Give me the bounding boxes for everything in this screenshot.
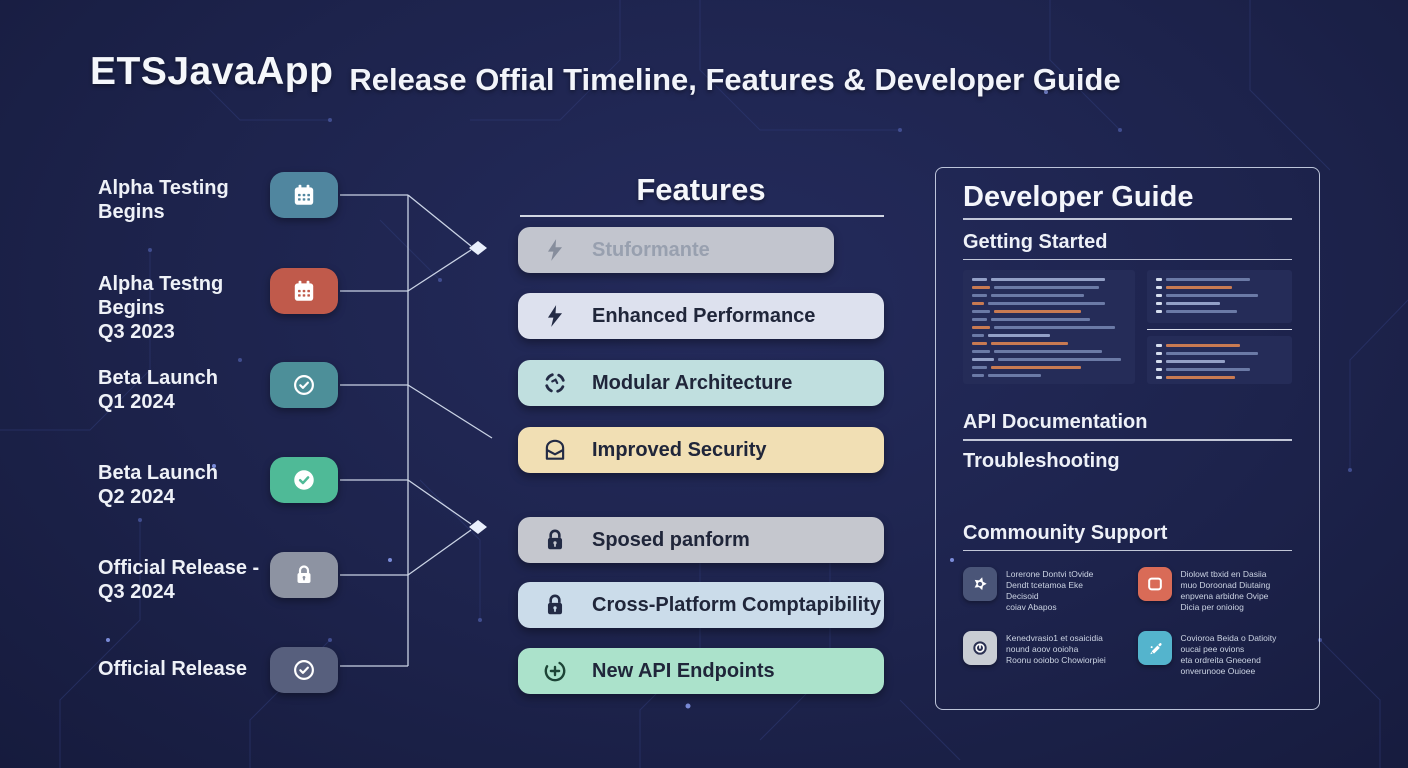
code-block-top — [1147, 270, 1292, 324]
code-divider — [1147, 329, 1292, 331]
section-underline — [963, 258, 1292, 260]
timeline-label-line2: Begins — [98, 201, 165, 223]
timeline-label-line2: Q1 2024 — [98, 391, 175, 413]
timeline-item-beta-launch-q2-2024: Beta Launch Q2 2024 — [98, 457, 408, 509]
pencil-icon — [1137, 631, 1172, 665]
timeline-item-alpha-testng-q3-2023: Alpha Testng Begins Q3 2023 — [98, 268, 408, 344]
community-tile-2[interactable]: Diolowt tbxid en Dasiia muo Doroonad Diu… — [1137, 567, 1293, 613]
feature-label: Sposed panform — [592, 528, 750, 551]
timeline-label: Beta Launch Q2 2024 — [98, 461, 266, 509]
section-community-support: Commounity Support — [963, 521, 1168, 544]
community-text: Covioroa Beida o Datioity oucai pee ovio… — [1180, 633, 1277, 676]
lightning-icon — [547, 239, 563, 261]
timeline-label-line1: Alpha Testng Begins — [98, 273, 224, 319]
security-icon — [545, 439, 565, 460]
timeline-item-official-release-q3-2024: Official Release - Q3 2024 — [98, 552, 408, 604]
lock-icon[interactable] — [270, 552, 338, 598]
developer-guide-panel: Developer Guide Getting Started API Docu… — [935, 167, 1320, 710]
timeline-label-line1: Official Release - — [98, 557, 260, 579]
timeline-item-official-release: Official Release — [98, 647, 408, 693]
timeline-label-line1: Beta Launch — [98, 462, 219, 484]
arrowhead-icon — [469, 520, 487, 534]
code-block-column — [1147, 270, 1292, 384]
heading-underline — [963, 218, 1292, 220]
community-text: Lorerone Dontvi tOvide Dendt tcetamoa Ek… — [1006, 569, 1094, 612]
section-getting-started: Getting Started — [963, 230, 1108, 253]
feature-label: Enhanced Performance — [592, 304, 816, 327]
feature-label: Stuformante — [592, 238, 710, 261]
section-underline — [963, 549, 1292, 551]
feature-pill-enhanced-performance[interactable]: Enhanced Performance — [518, 293, 884, 339]
community-text: Diolowt tbxid en Dasiia muo Doroonad Diu… — [1180, 569, 1271, 612]
community-tile-1[interactable]: Lorerone Dontvi tOvide Dendt tcetamoa Ek… — [963, 567, 1118, 613]
feature-label: Modular Architecture — [592, 371, 793, 394]
feature-pill-stuformante[interactable]: Stuformante — [518, 227, 834, 273]
community-text: Kenedvrasio1 et osaicidia nound aoov ooi… — [1006, 633, 1106, 665]
modular-icon — [544, 372, 566, 394]
feature-pill-improved-security[interactable]: Improved Security — [518, 427, 884, 473]
lock-icon — [547, 529, 563, 550]
timeline-label: Alpha Testing Begins — [98, 176, 266, 224]
timeline-label-line2: Q3 2024 — [98, 581, 175, 603]
features-heading: Features — [636, 172, 766, 207]
community-grid: Lorerone Dontvi tOvide Dendt tcetamoa Ek… — [963, 567, 1292, 677]
feature-pill-cross-platform[interactable]: Cross-Platform Comptapibility — [518, 582, 884, 628]
feature-pill-sposed-panform[interactable]: Sposed panform — [518, 517, 884, 563]
code-block-bottom — [1147, 336, 1292, 384]
section-api-documentation: API Documentation — [963, 411, 1148, 433]
timeline-item-beta-launch-q1-2024: Beta Launch Q1 2024 — [98, 362, 408, 414]
code-samples — [963, 270, 1292, 384]
check-circle-outline-icon[interactable] — [270, 647, 338, 693]
feature-pill-modular-architecture[interactable]: Modular Architecture — [518, 360, 884, 406]
timeline-item-alpha-testing: Alpha Testing Begins — [98, 172, 408, 224]
timeline-label-line1: Beta Launch — [98, 367, 219, 389]
feature-label: Cross-Platform Comptapibility — [592, 593, 881, 616]
timeline-label: Official Release - Q3 2024 — [98, 556, 266, 604]
plus-circle-icon — [544, 660, 566, 682]
check-circle-solid-icon[interactable] — [270, 457, 338, 503]
app-name: ETSJavaApp — [90, 50, 334, 93]
community-tile-4[interactable]: Covioroa Beida o Datioity oucai pee ovio… — [1137, 631, 1293, 677]
gear-icon — [963, 567, 997, 601]
timeline-label-line1: Official Release — [98, 658, 247, 680]
check-badge-icon[interactable] — [270, 362, 338, 408]
section-troubleshooting: Troubleshooting — [963, 449, 1120, 472]
developer-guide-heading: Developer Guide — [963, 181, 1194, 213]
window-icon — [1137, 567, 1172, 601]
page-subtitle: Release Offial Timeline, Features & Deve… — [349, 61, 1121, 97]
timeline-label-line2: Q3 2023 — [98, 321, 175, 343]
code-block-large — [963, 270, 1135, 384]
lock-icon — [547, 594, 563, 615]
community-tile-3[interactable]: Kenedvrasio1 et osaicidia nound aoov ooi… — [963, 631, 1118, 677]
feature-pill-new-api-endpoints[interactable]: New API Endpoints — [518, 648, 884, 694]
calendar-icon[interactable] — [270, 268, 338, 314]
timeline-label-line2: Q2 2024 — [98, 486, 175, 508]
timeline-label: Official Release — [98, 657, 266, 681]
calendar-icon[interactable] — [270, 172, 338, 218]
section-underline — [963, 439, 1292, 441]
arrowhead-icon — [469, 241, 487, 255]
feature-label: Improved Security — [592, 438, 767, 461]
timeline-label-line1: Alpha Testing — [98, 177, 229, 199]
page-title: ETSJavaApp Release Offial Timeline, Feat… — [90, 52, 1121, 97]
features-underline — [520, 215, 884, 217]
feature-label: New API Endpoints — [592, 659, 775, 682]
timeline-label: Alpha Testng Begins Q3 2023 — [98, 272, 266, 344]
power-icon — [963, 631, 997, 665]
timeline-label: Beta Launch Q1 2024 — [98, 366, 266, 414]
lightning-icon — [547, 305, 563, 327]
